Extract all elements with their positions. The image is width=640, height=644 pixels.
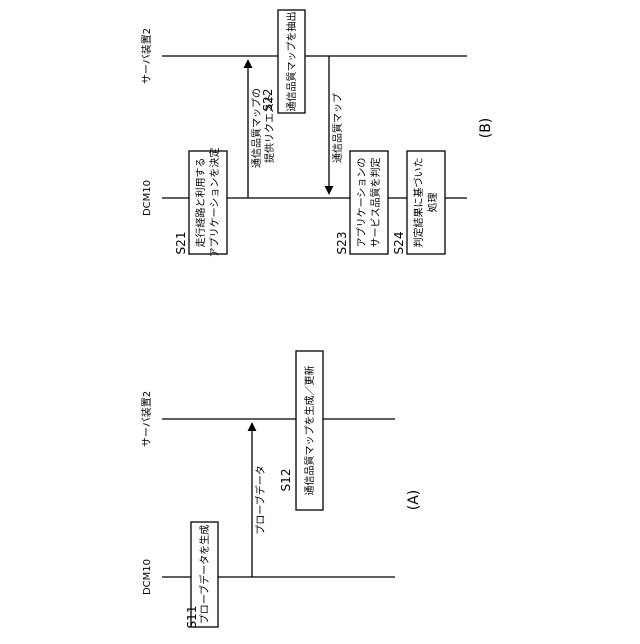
panel-b-dcm-label: DCM10 [142,180,153,216]
panel-b-caption: (B) [478,118,494,139]
panel-a-step-s11-id: S11 [185,606,199,629]
panel-a-step-s11-text: プローブデータを生成 [198,525,211,624]
panel-b-step-s23-line1: アプリケーションの [356,158,368,248]
panel-b-step-s21-line2: アプリケーションを決定 [208,148,221,258]
panel-b: (B) DCM10 サーバ装置2 走行経路と利用する アプリケーションを決定 S… [140,10,494,257]
panel-b-step-s23-id: S23 [335,232,349,255]
panel-a-step-s12-text: 通信品質マップを生成／更新 [303,366,316,496]
panel-b-step-s24-box [407,151,445,254]
panel-b-step-s21-line1: 走行経路と利用する [194,158,207,248]
panel-b-step-s22-text: 通信品質マップを抽出 [285,12,298,112]
panel-a: (A) DCM10 サーバ装置2 プローブデータを生成 S11 プローブデータ … [140,351,422,628]
panel-b-server-label: サーバ装置2 [140,28,153,84]
panel-b-map-response-label: 通信品質マップ [331,93,344,163]
panel-b-step-s23-line2: サービス品質を判定 [369,158,382,248]
panel-a-probe-data-label: プローブデータ [254,465,267,534]
panel-b-step-s24-line2: 処理 [426,193,439,213]
panel-a-server-label: サーバ装置2 [140,391,153,447]
panel-a-dcm-label: DCM10 [142,559,153,595]
panel-a-step-s12-id: S12 [279,469,293,492]
panel-a-caption: (A) [406,490,422,511]
panel-b-step-s22-id: S22 [261,89,275,112]
panel-b-step-s24-line1: 判定結果に基づいた [412,158,425,248]
panel-b-step-s23-box [350,151,388,254]
panel-b-step-s21-box [189,151,227,254]
panel-b-step-s21-id: S21 [174,232,188,255]
panel-b-step-s24-id: S24 [392,232,406,255]
